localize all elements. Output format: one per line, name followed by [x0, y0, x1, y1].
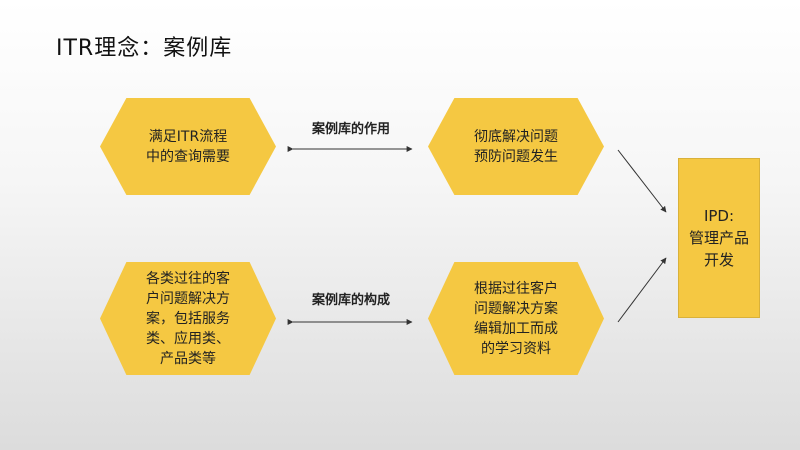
arrow-bottom-to-ipd: [617, 257, 667, 323]
node-ipd: IPD: 管理产品 开发: [678, 158, 760, 318]
node-learning-materials: 根据过往客户 问题解决方案 编辑加工而成 的学习资料: [428, 262, 604, 375]
node-query-needs: 满足ITR流程 中的查询需要: [100, 98, 276, 195]
arrow-top-to-ipd: [617, 149, 667, 213]
page-title: ITR理念：案例库: [56, 36, 233, 61]
node-past-solutions: 各类过往的客 户问题解决方 案，包括服务 类、应用类、 产品类等: [100, 262, 276, 375]
label-role: 案例库的作用: [311, 122, 390, 137]
label-composition: 案例库的构成: [311, 293, 390, 308]
node-solve-prevent: 彻底解决问题 预防问题发生: [428, 98, 604, 195]
